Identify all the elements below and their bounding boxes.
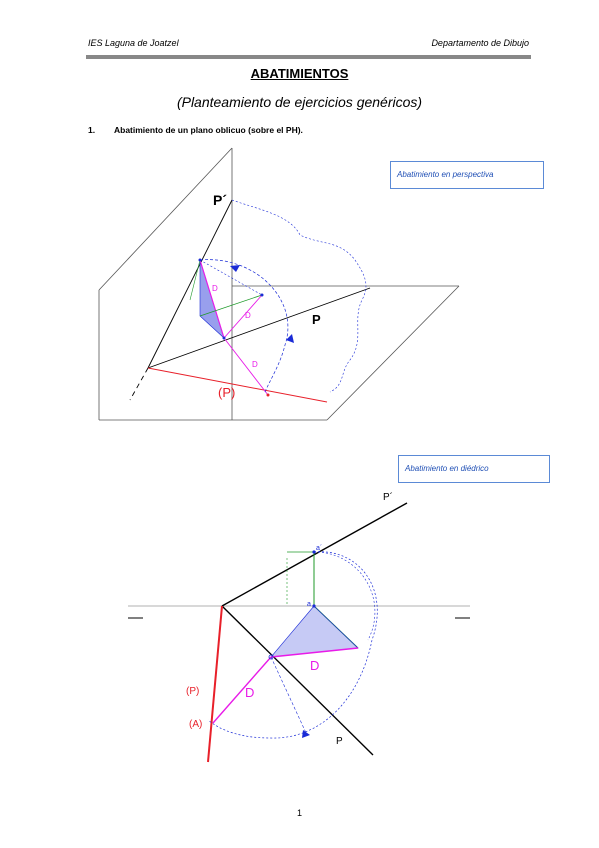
rebatted-trace (147, 367, 328, 403)
page-subtitle: (Planteamiento de ejercicios genéricos) (176, 94, 423, 110)
header-rule (86, 55, 531, 59)
persp-label-p-prime: P´ (213, 192, 227, 208)
persp-label-p: P (312, 312, 321, 327)
persp-label-d3: D (252, 360, 258, 369)
callout-perspective: Abatimiento en perspectiva (390, 161, 544, 189)
perspective-frame (98, 147, 460, 421)
blue-rotation-arc (199, 259, 289, 393)
dihedral-arc-small (313, 551, 376, 641)
wavy-arc (231, 199, 367, 393)
page-number: 1 (296, 808, 302, 818)
dihedral-label-a-rebatted: (A) (189, 719, 202, 730)
dihedral-label-p-prime: P´ (383, 491, 393, 503)
header-school: IES Laguna de Joatzel (88, 38, 179, 48)
persp-label-d2: D (245, 311, 251, 320)
page-title: ABATIMIENTOS (250, 66, 349, 81)
trace-p (221, 605, 374, 756)
dihedral-label-d1: D (310, 658, 319, 673)
exercise-heading: 1. Abatimiento de un plano oblicuo (sobre… (88, 125, 303, 135)
exercise-number: 1. (88, 125, 96, 135)
dihedral-label-a: a (307, 601, 311, 608)
header-department: Departamento de Dibujo (431, 38, 529, 48)
trace-p-rebatted (207, 605, 223, 763)
persp-label-p-rebatted: (P) (218, 385, 235, 400)
dihedral-label-p-rebatted: (P) (186, 686, 199, 697)
exercise-text: Abatimiento de un plano oblicuo (sobre e… (114, 125, 303, 135)
dihedral-label-a-prime: a´ (316, 545, 322, 552)
dihedral-label-d2: D (245, 685, 254, 700)
callout-dihedral: Abatimiento en diédrico (398, 455, 550, 483)
plane-traces (129, 199, 371, 401)
persp-label-d1: D (212, 284, 218, 293)
dihedral-label-p: P (336, 736, 343, 747)
